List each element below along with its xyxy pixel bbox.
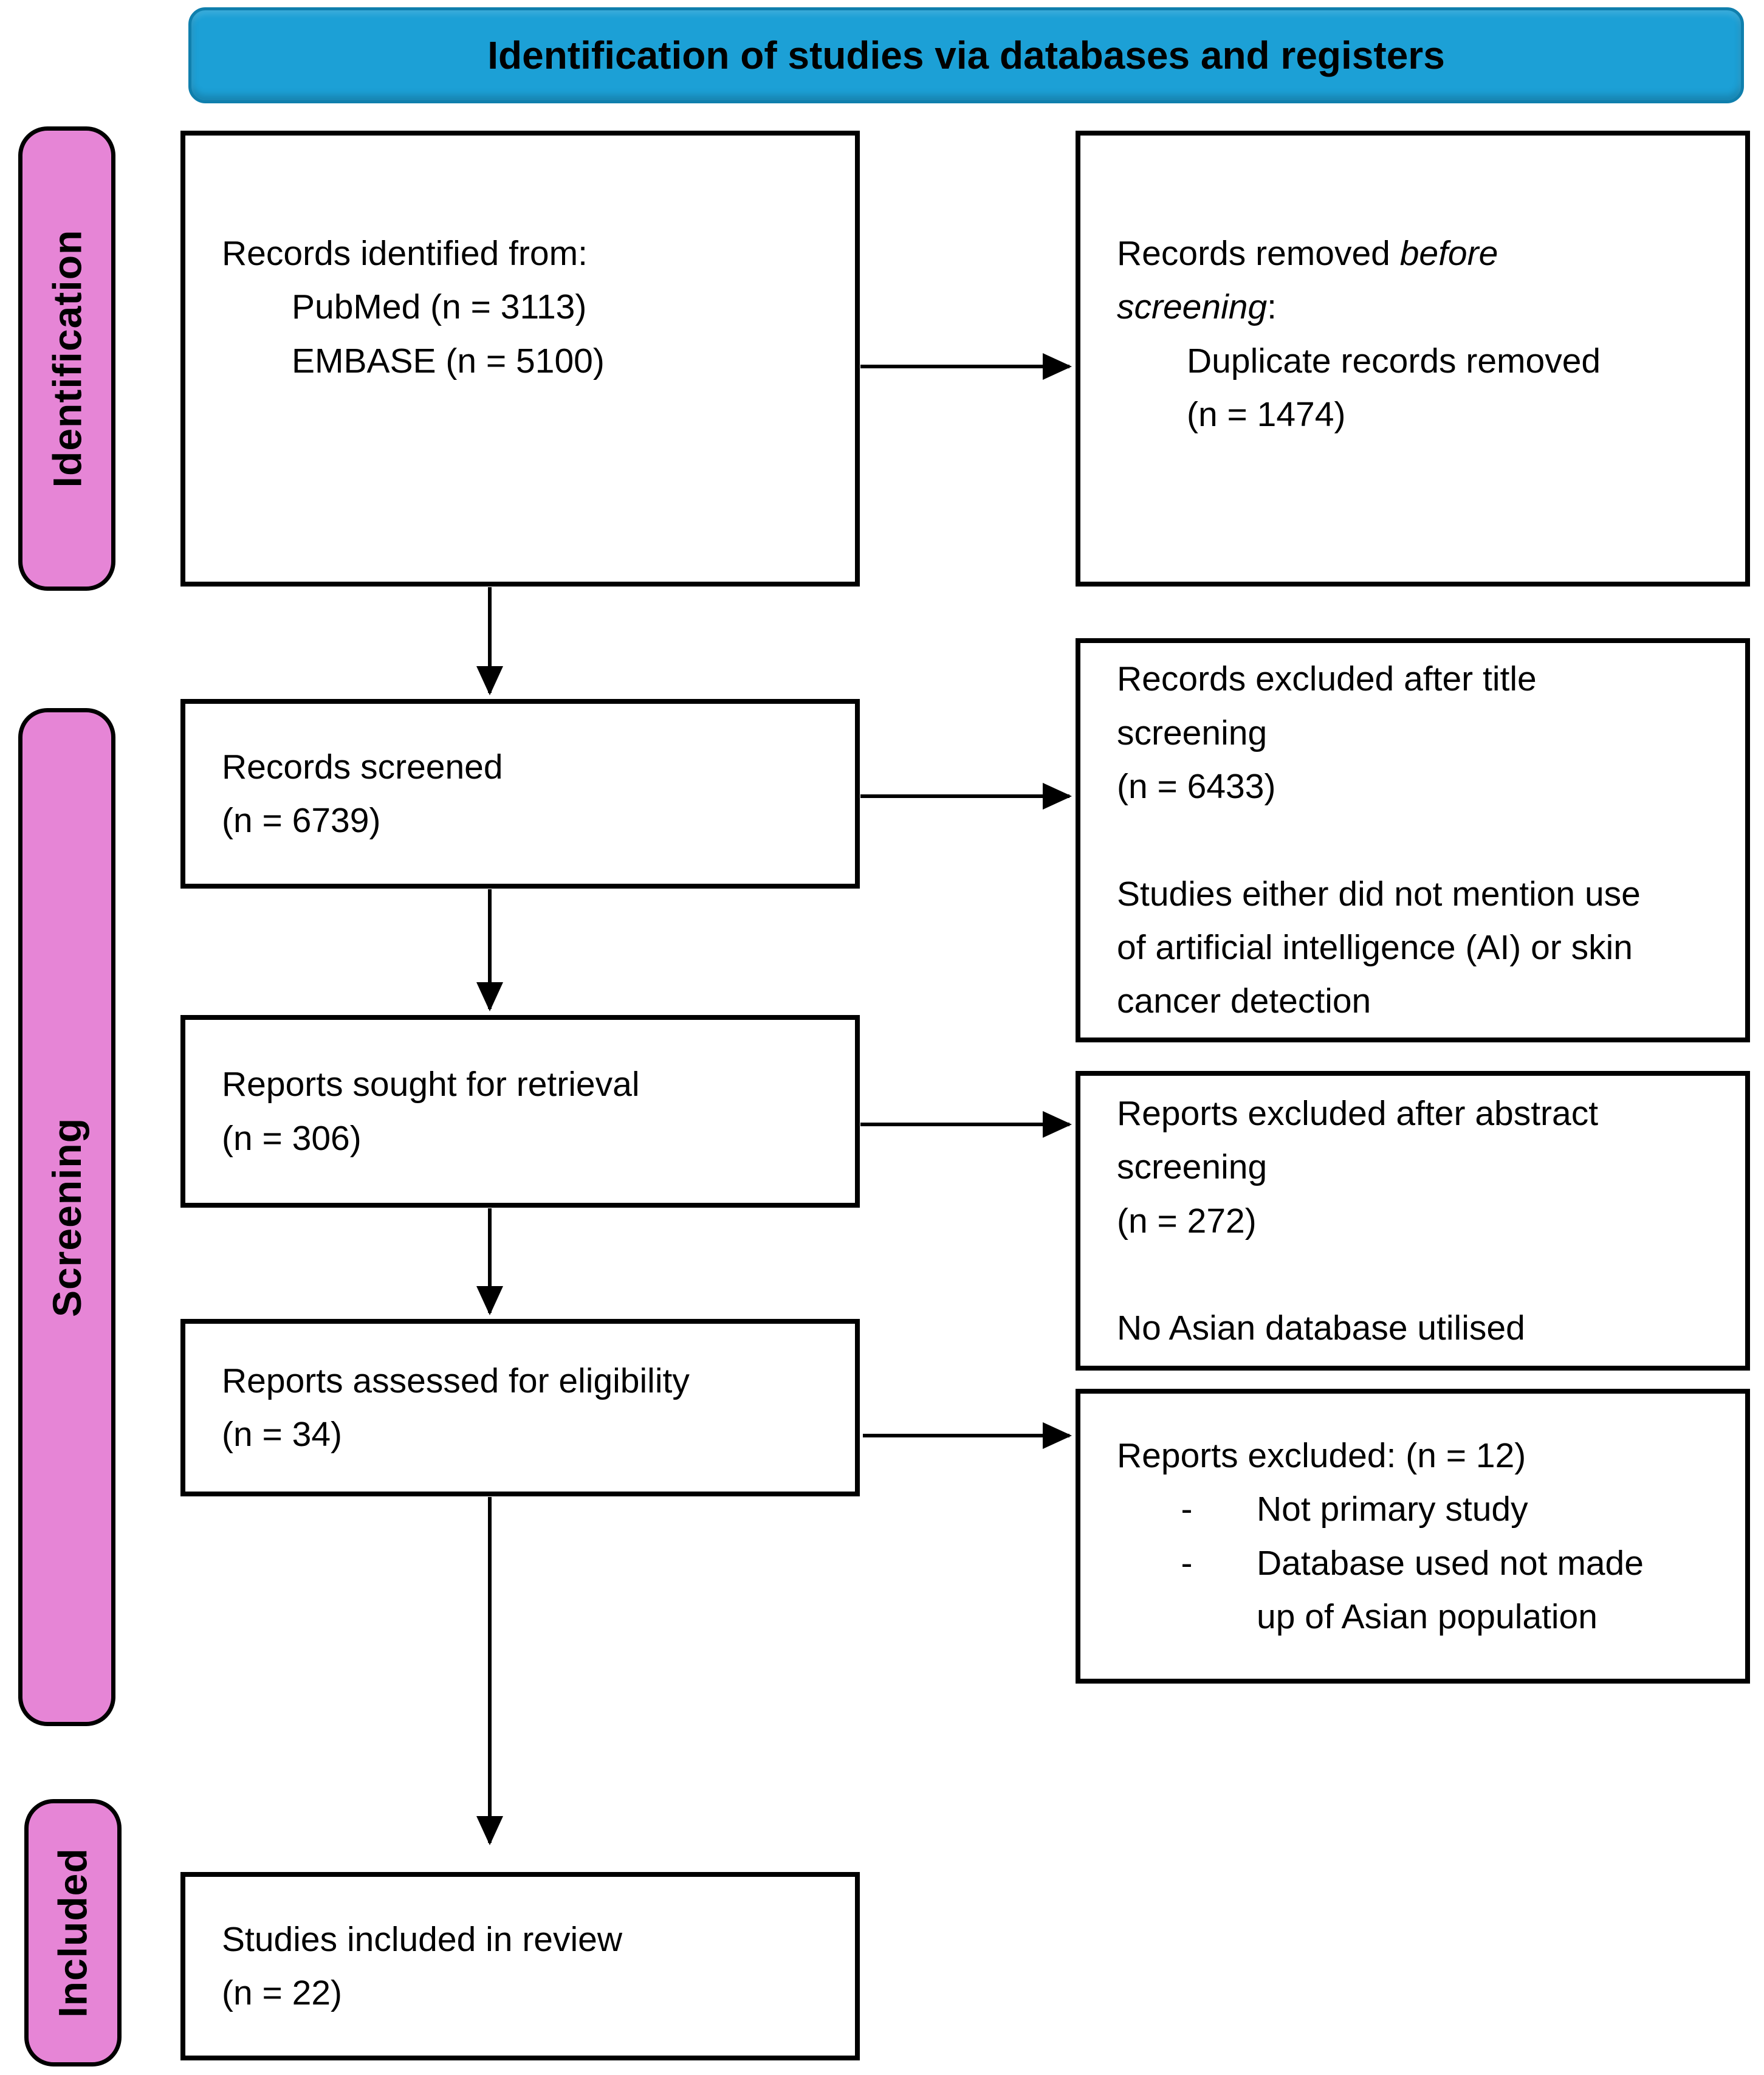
box-records-removed-before-screening: Records removed before screening: Duplic… — [1076, 131, 1750, 587]
studies-included-count: (n = 22) — [222, 1973, 343, 2012]
records-excluded-title-count: (n = 6433) — [1117, 767, 1276, 807]
reports-assessed-line1: Reports assessed for eligibility — [222, 1361, 690, 1400]
box-reports-sought: Reports sought for retrieval (n = 306) — [180, 1015, 860, 1208]
records-excluded-title-reason: Studies either did not mention use of ar… — [1117, 874, 1641, 1021]
box-studies-included: Studies included in review (n = 22) — [180, 1872, 860, 2060]
stage-label-identification-text: Identification — [44, 229, 90, 488]
reports-excluded-bullet-1: - Not primary study — [1117, 1482, 1709, 1536]
records-removed-intro-italic: before screening — [1117, 234, 1498, 327]
records-screened-count: (n = 6739) — [222, 801, 381, 840]
header-title: Identification of studies via databases … — [487, 33, 1445, 77]
records-removed-intro: Records removed before screening: — [1117, 227, 1627, 334]
stage-label-identification: Identification — [18, 126, 115, 591]
box-records-excluded-after-title: Records excluded after title screening (… — [1076, 638, 1750, 1042]
stage-label-included-text: Included — [50, 1848, 96, 2018]
reports-excluded-abstract-reason: No Asian database utilised — [1117, 1308, 1525, 1347]
records-identified-embase: EMBASE (n = 5100) — [292, 341, 605, 380]
records-removed-duplicates: Duplicate records removed — [1187, 341, 1601, 380]
records-identified-line1: Records identified from: — [222, 234, 588, 273]
bullet-dash: - — [1181, 1543, 1193, 1583]
bullet-dash: - — [1181, 1490, 1193, 1529]
records-identified-pubmed: PubMed (n = 3113) — [292, 287, 587, 327]
box-records-screened: Records screened (n = 6739) — [180, 699, 860, 889]
records-removed-intro-normal: Records removed — [1117, 234, 1400, 273]
paragraph-spacer — [1117, 1248, 1709, 1301]
reports-excluded-bullet-1-text: Not primary study — [1257, 1490, 1528, 1529]
reports-assessed-count: (n = 34) — [222, 1415, 343, 1454]
box-reports-assessed: Reports assessed for eligibility (n = 34… — [180, 1319, 860, 1496]
records-removed-count: (n = 1474) — [1187, 395, 1346, 435]
stage-label-screening: Screening — [18, 708, 115, 1726]
records-screened-line1: Records screened — [222, 747, 503, 786]
reports-excluded-abstract-line1: Reports excluded after abstract screenin… — [1117, 1093, 1599, 1187]
records-removed-intro-colon: : — [1267, 287, 1277, 327]
reports-excluded-bullet-2: - Database used not made up of Asian pop… — [1117, 1536, 1709, 1644]
box-reports-excluded: Reports excluded: (n = 12) - Not primary… — [1076, 1389, 1750, 1684]
header-banner: Identification of studies via databases … — [188, 7, 1744, 103]
stage-label-screening-text: Screening — [44, 1117, 90, 1317]
box-reports-excluded-after-abstract: Reports excluded after abstract screenin… — [1076, 1071, 1750, 1371]
box-records-identified: Records identified from: PubMed (n = 311… — [180, 131, 860, 587]
reports-excluded-bullet-2-text: Database used not made up of Asian popul… — [1257, 1543, 1644, 1636]
reports-excluded-abstract-count: (n = 272) — [1117, 1201, 1257, 1241]
studies-included-line1: Studies included in review — [222, 1919, 623, 1959]
reports-sought-line1: Reports sought for retrieval — [222, 1065, 640, 1104]
stage-label-included: Included — [24, 1799, 122, 2066]
paragraph-spacer — [1117, 814, 1709, 867]
records-excluded-title-line1: Records excluded after title screening — [1117, 659, 1537, 752]
reports-excluded-line1: Reports excluded: (n = 12) — [1117, 1436, 1526, 1475]
reports-sought-count: (n = 306) — [222, 1118, 362, 1158]
